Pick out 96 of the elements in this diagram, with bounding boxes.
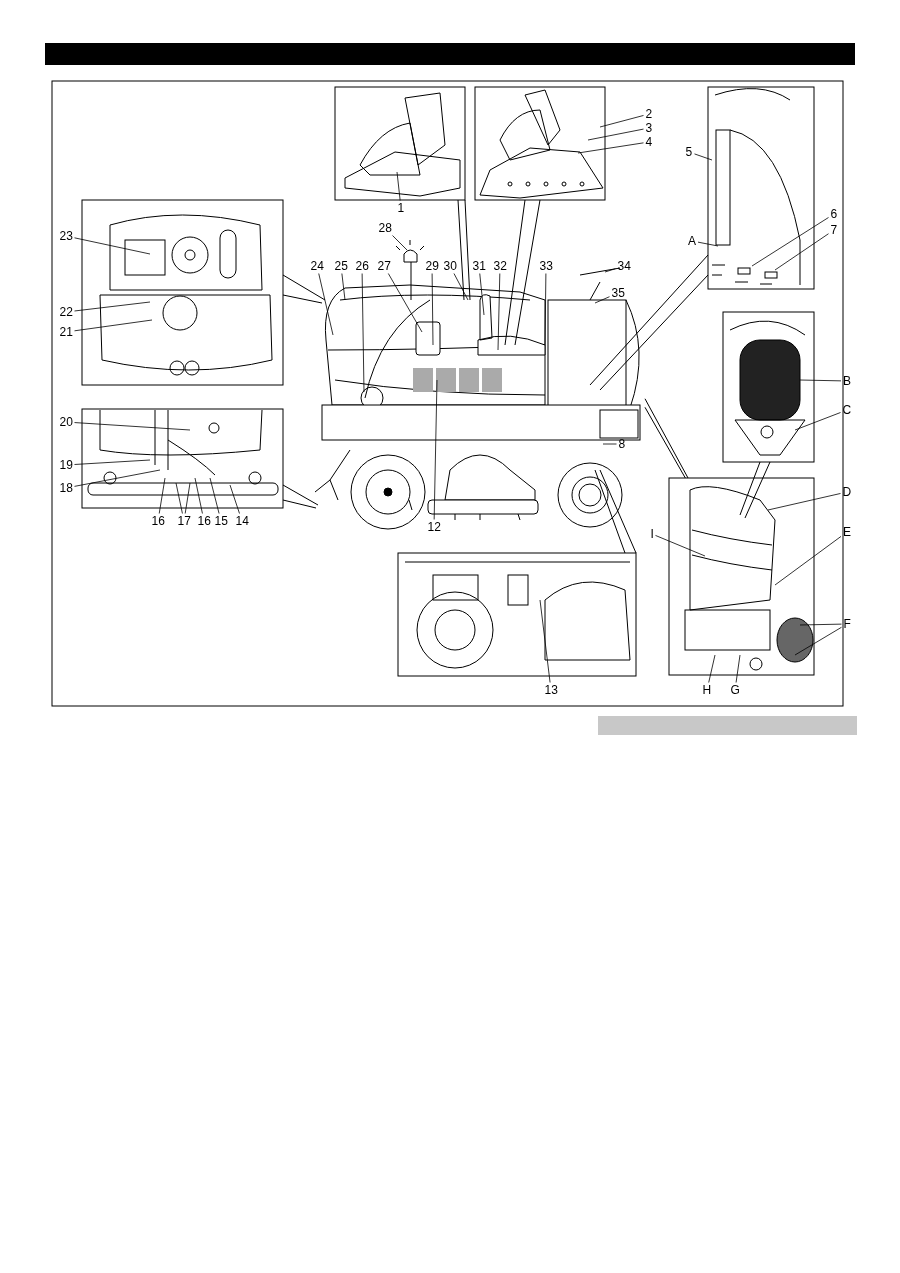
callout-label: C [841, 403, 853, 417]
title-bar [45, 43, 855, 65]
leader-line [604, 268, 616, 273]
callout-label: I [649, 527, 655, 541]
filter-detail-drawing [722, 311, 815, 463]
leader-line [433, 379, 438, 520]
callout-label: D [841, 485, 853, 499]
leader-line [602, 443, 617, 445]
callout-label: E [842, 525, 852, 539]
leader-line [774, 536, 842, 586]
leader-line [479, 273, 485, 316]
leader-line [158, 477, 166, 514]
callout-label: 28 [377, 221, 393, 235]
leader-line [184, 482, 191, 514]
leader-line [361, 273, 365, 393]
callout-label: 13 [543, 683, 559, 697]
callout-label: 17 [176, 514, 192, 528]
leader-line [799, 623, 842, 626]
rear-compartment-detail-drawing [81, 199, 284, 386]
seat-detail-drawing [334, 86, 466, 201]
leader-line [431, 273, 434, 346]
callout-label: 26 [354, 259, 370, 273]
leader-line [539, 599, 551, 683]
callout-label: 32 [492, 259, 508, 273]
callout-label: 5 [684, 145, 694, 159]
leader-line [74, 319, 153, 332]
callout-label: 23 [58, 229, 74, 243]
callout-label: 1 [396, 201, 406, 215]
leader-line [751, 217, 829, 267]
callout-label: 4 [644, 135, 654, 149]
leader-line [594, 296, 610, 304]
leader-line [392, 235, 408, 251]
callout-label: 18 [58, 481, 74, 495]
callout-label: 2 [644, 107, 654, 121]
leader-line [799, 379, 842, 382]
callout-label: 25 [333, 259, 349, 273]
steering-column-detail-drawing [707, 86, 815, 290]
leader-line [341, 273, 346, 301]
leader-line [318, 273, 334, 336]
callout-label: F [842, 617, 852, 631]
callout-label: 20 [58, 415, 74, 429]
leader-line [655, 535, 706, 557]
callout-label: 8 [617, 437, 627, 451]
callout-label: 34 [616, 259, 632, 273]
seat-switch-detail-drawing [474, 86, 606, 201]
callout-label: G [729, 683, 741, 697]
leader-line [767, 493, 841, 511]
title-bar [598, 716, 857, 735]
callout-label: 29 [424, 259, 440, 273]
leader-line [794, 412, 841, 431]
callout-label: 15 [213, 514, 229, 528]
leader-line [708, 654, 716, 683]
leader-line [544, 273, 547, 346]
leader-line [74, 459, 151, 465]
leader-line [697, 241, 719, 247]
callout-label: A [687, 234, 697, 248]
callout-label: 16 [196, 514, 212, 528]
leader-line [74, 469, 161, 487]
leader-line [175, 482, 183, 514]
callout-label: 22 [58, 305, 74, 319]
leader-line [229, 484, 240, 514]
leader-line [694, 153, 713, 161]
callout-label: 30 [442, 259, 458, 273]
callout-label: 14 [234, 514, 250, 528]
leader-line [74, 237, 151, 255]
callout-label: 7 [829, 223, 839, 237]
callout-label: 21 [58, 325, 74, 339]
leader-line [209, 477, 220, 514]
callout-label: 35 [610, 286, 626, 300]
callout-label: 31 [471, 259, 487, 273]
leader-line [453, 273, 469, 301]
leader-line [74, 422, 191, 431]
callout-label: 16 [150, 514, 166, 528]
wheel-detail-drawing [397, 552, 637, 677]
leader-line [599, 115, 644, 128]
callout-label: 27 [376, 259, 392, 273]
callout-label: 12 [426, 520, 442, 534]
leader-line [387, 273, 423, 333]
leader-line [794, 626, 842, 656]
leader-line [396, 171, 401, 201]
leader-line [577, 142, 644, 154]
squeegee-detail-drawing [81, 408, 284, 509]
callout-label: 3 [644, 121, 654, 135]
callout-label: 33 [538, 259, 554, 273]
callout-label: H [701, 683, 713, 697]
leader-line [497, 273, 501, 351]
leader-line [735, 654, 741, 683]
leader-line [74, 301, 151, 312]
callout-label: B [842, 374, 852, 388]
side-brush-detail-drawing [668, 477, 815, 676]
callout-label: 24 [309, 259, 325, 273]
leader-line [587, 128, 644, 141]
callout-label: 6 [829, 207, 839, 221]
callout-label: 19 [58, 458, 74, 472]
leader-line [194, 477, 203, 514]
leader-line [774, 233, 829, 271]
